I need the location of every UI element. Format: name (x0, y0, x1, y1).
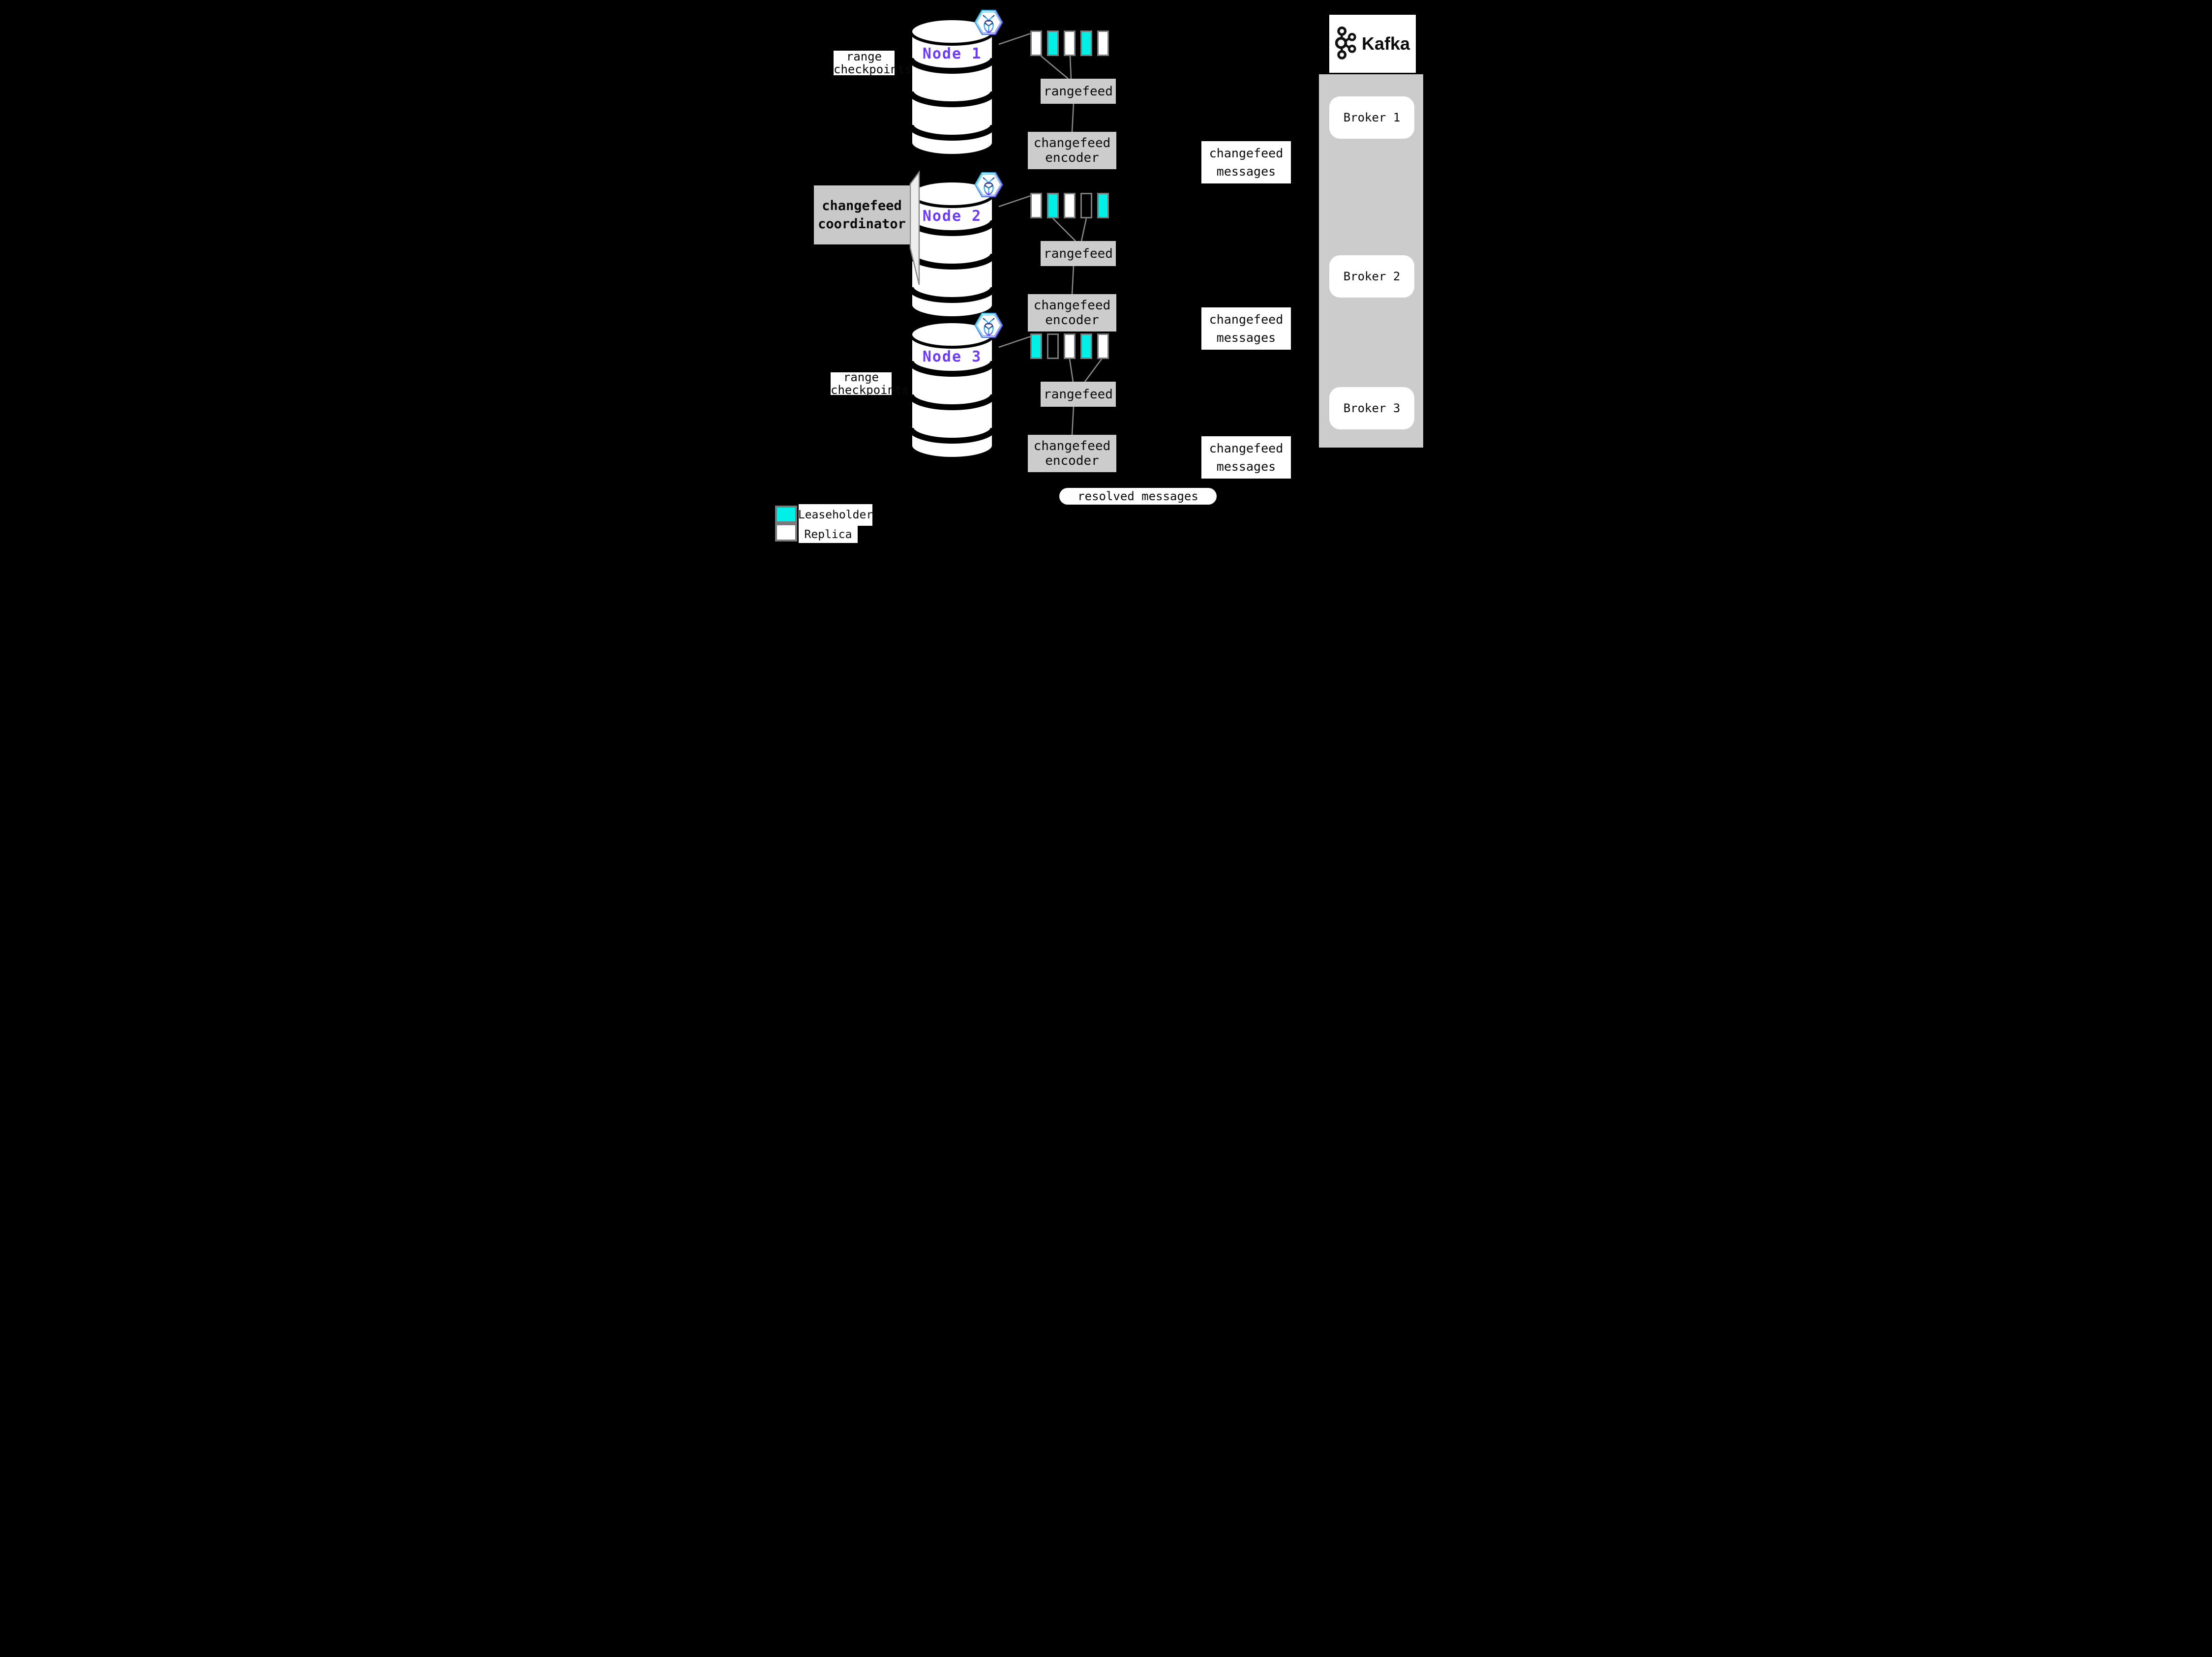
node2-range-rectangles (1030, 193, 1109, 218)
range-replica (1064, 30, 1076, 56)
broker-2: Broker 2 (1329, 255, 1414, 298)
kafka-logo: Kafka (1329, 15, 1416, 73)
kafka-logo-text: Kafka (1361, 33, 1410, 54)
changefeed-architecture-diagram: range checkpoints Node 1 rangefeed chang… (737, 0, 1475, 552)
changefeed-messages-label-1: changefeed messages (1201, 141, 1291, 183)
cockroachdb-icon (974, 313, 1003, 338)
resolved-messages-pill: resolved messages (1059, 488, 1217, 505)
node1-label: Node 1 (922, 45, 982, 62)
node3-range-rectangles (1030, 333, 1109, 359)
range-empty (1080, 193, 1092, 218)
node2-label: Node 2 (922, 208, 982, 225)
broker-3: Broker 3 (1329, 387, 1414, 429)
node3-changefeed-encoder-box: changefeed encoder (1028, 435, 1116, 472)
range-checkpoints-label-top: range checkpoints (834, 50, 912, 76)
cockroachdb-icon (974, 10, 1003, 35)
node1-range-rectangles (1030, 30, 1109, 56)
node3-label: Node 3 (922, 348, 982, 365)
range-leaseholder (1030, 333, 1042, 359)
range-leaseholder (1047, 193, 1059, 218)
range-checkpoints-label-bottom: range checkpoints (831, 370, 909, 397)
range-leaseholder (1080, 333, 1092, 359)
node1-changefeed-encoder-box: changefeed encoder (1028, 132, 1116, 169)
node2-rangefeed-box: rangefeed (1041, 241, 1116, 266)
range-replica (1030, 30, 1042, 56)
legend-leaseholder-swatch (775, 506, 797, 523)
node3-database-cylinder (908, 319, 996, 461)
range-leaseholder (1080, 30, 1092, 56)
range-replica (1064, 193, 1076, 218)
legend-replica-label: Replica (799, 526, 858, 543)
kafka-icon (1335, 26, 1359, 61)
range-leaseholder (1097, 193, 1109, 218)
node2-database-cylinder (908, 178, 996, 321)
changefeed-messages-label-3: changefeed messages (1201, 436, 1291, 479)
legend-replica-swatch (775, 523, 797, 542)
node2-changefeed-encoder-box: changefeed encoder (1028, 294, 1116, 331)
node1-rangefeed-box: rangefeed (1041, 79, 1116, 104)
cockroachdb-icon (974, 172, 1003, 197)
broker-1: Broker 1 (1329, 96, 1414, 139)
node1-database-cylinder (908, 16, 996, 158)
range-replica (1097, 333, 1109, 359)
legend-leaseholder-label: Leaseholder (798, 504, 873, 526)
changefeed-messages-label-2: changefeed messages (1201, 307, 1291, 350)
range-replica (1030, 193, 1042, 218)
changefeed-coordinator-callout: changefeed coordinator (814, 185, 910, 244)
range-empty (1047, 333, 1059, 359)
node3-rangefeed-box: rangefeed (1041, 382, 1116, 407)
range-leaseholder (1047, 30, 1059, 56)
range-replica (1097, 30, 1109, 56)
range-replica (1064, 333, 1076, 359)
